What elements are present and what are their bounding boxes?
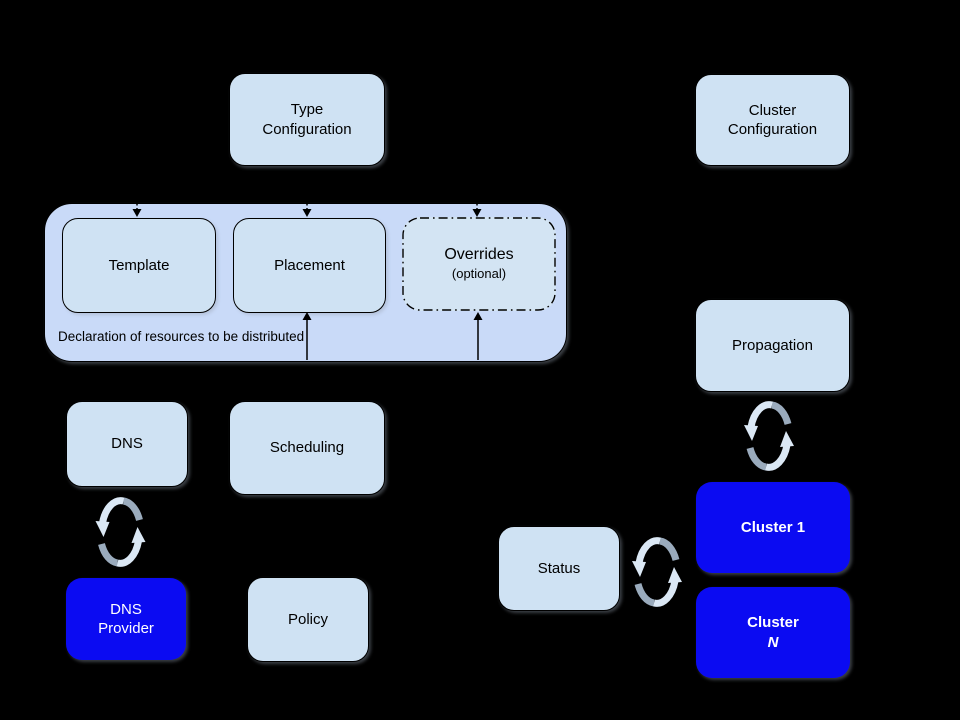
node-template: Template [62, 218, 216, 313]
node-label: Status [537, 559, 581, 577]
node-label: Cluster N [747, 614, 799, 651]
node-label: Type [290, 101, 324, 118]
node-dns: DNS [66, 401, 188, 487]
node-propagation: Propagation [695, 299, 850, 392]
node-placement: Placement [233, 218, 386, 313]
node-type-configuration: Type Configuration [229, 73, 385, 166]
node-cluster-n: Cluster N [696, 587, 850, 678]
node-label: Scheduling [269, 439, 345, 457]
node-label: Provider [98, 620, 154, 637]
node-sublabel: (optional) [451, 265, 507, 281]
dash-dot-border [402, 217, 556, 311]
node-dns-provider: DNS Provider [66, 578, 186, 660]
sync-cycle-icon [743, 399, 795, 473]
node-overrides: Overrides (optional) [402, 217, 556, 311]
node-status: Status [498, 526, 620, 611]
node-label: Configuration [727, 121, 818, 138]
node-label: Configuration [262, 120, 352, 138]
node-cluster-configuration: Cluster Configuration [695, 74, 850, 166]
node-label: Template [108, 256, 170, 274]
node-policy: Policy [247, 577, 369, 662]
resource-declaration-group: Template Placement Overrides (optional) … [44, 203, 567, 362]
node-label: Propagation [732, 336, 813, 354]
node-scheduling: Scheduling [229, 401, 385, 495]
node-label: Placement [274, 256, 345, 274]
node-label: Overrides [444, 246, 514, 264]
sync-cycle-icon [94, 496, 147, 568]
sync-cycle-icon [631, 536, 683, 608]
node-label: DNS [111, 435, 143, 453]
group-caption: Declaration of resources to be distribut… [58, 329, 305, 344]
node-label: DNS [110, 600, 142, 618]
cluster-n-variable: N [767, 633, 779, 651]
node-label: Policy [287, 610, 328, 628]
node-label: Cluster 1 [740, 518, 806, 536]
node-cluster-1: Cluster 1 [696, 482, 850, 573]
node-label: Cluster [748, 101, 797, 119]
